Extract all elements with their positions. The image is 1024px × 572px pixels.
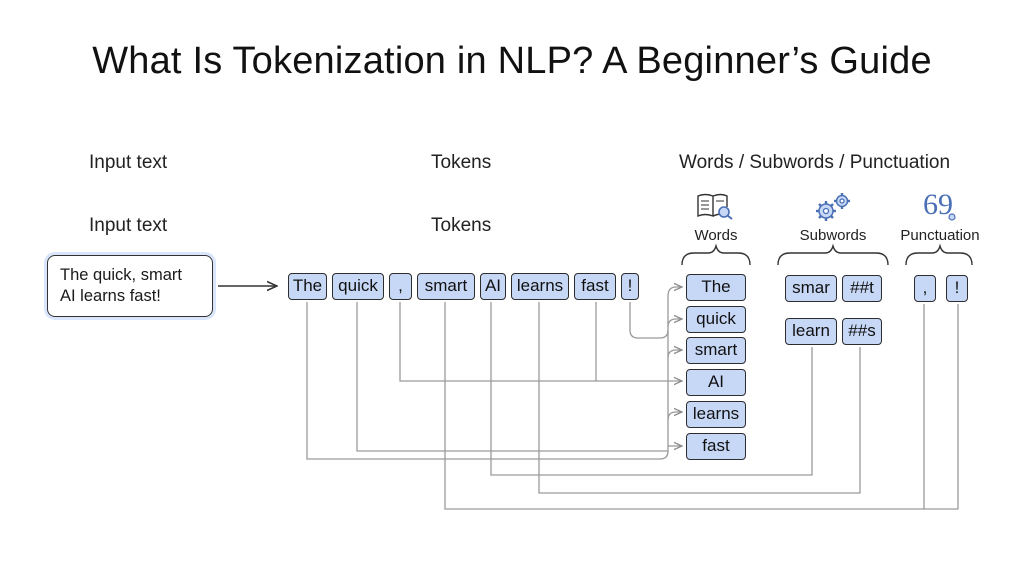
connector-smart <box>667 350 682 359</box>
connector-bang <box>629 302 669 339</box>
punctuation-chip: ! <box>946 275 968 302</box>
token-chip: quick <box>332 273 384 300</box>
categories-header: Words / Subwords / Punctuation <box>679 152 951 173</box>
connector-comma <box>399 302 682 381</box>
subword-chip: smar <box>785 275 837 302</box>
tokens-header: Tokens <box>431 152 492 173</box>
token-chip: The <box>288 273 327 300</box>
words-brace <box>681 243 751 266</box>
token-chip: learns <box>511 273 569 300</box>
subword-chip: ##t <box>842 275 882 302</box>
connector-smart-subword <box>444 302 925 510</box>
input-text-line-2: AI learns fast! <box>60 287 161 305</box>
subwords-group-label: Subwords <box>799 227 867 244</box>
token-chip: smart <box>417 273 475 300</box>
punctuation-chip: , <box>914 275 936 302</box>
tokens-subheader: Tokens <box>431 215 492 236</box>
input-text-line-1: The quick, smart <box>60 266 182 284</box>
token-chip: AI <box>480 273 506 300</box>
connector-bang-punct <box>924 304 959 510</box>
token-chip: ! <box>621 273 639 300</box>
word-chip: fast <box>686 433 746 460</box>
word-chip: quick <box>686 306 746 333</box>
connector-learns-word <box>667 412 682 421</box>
svg-text:69: 69 <box>923 192 953 221</box>
token-chip: fast <box>574 273 616 300</box>
word-chip: smart <box>686 337 746 364</box>
token-chip: , <box>389 273 412 300</box>
input-text-subheader: Input text <box>89 215 168 236</box>
quote-marks-icon: 69 <box>923 192 956 221</box>
punctuation-brace <box>905 243 973 266</box>
word-chip: learns <box>686 401 746 428</box>
gears-icon <box>816 193 850 221</box>
subword-chip: learn <box>785 318 837 345</box>
connector-the <box>306 287 682 460</box>
connector-quick <box>356 302 682 452</box>
connector-ai <box>490 302 813 476</box>
connector-learns <box>538 302 861 494</box>
input-text-header: Input text <box>89 152 168 173</box>
input-text-box: The quick, smart AI learns fast! <box>47 255 213 317</box>
words-group-label: Words <box>694 227 738 244</box>
punctuation-group-label: Punctuation <box>900 227 980 244</box>
page-title: What Is Tokenization in NLP? A Beginner’… <box>92 40 932 82</box>
subwords-brace <box>777 243 889 266</box>
book-magnifier-icon <box>697 193 733 220</box>
word-chip: AI <box>686 369 746 396</box>
word-chip: The <box>686 274 746 301</box>
subword-chip: ##s <box>842 318 882 345</box>
